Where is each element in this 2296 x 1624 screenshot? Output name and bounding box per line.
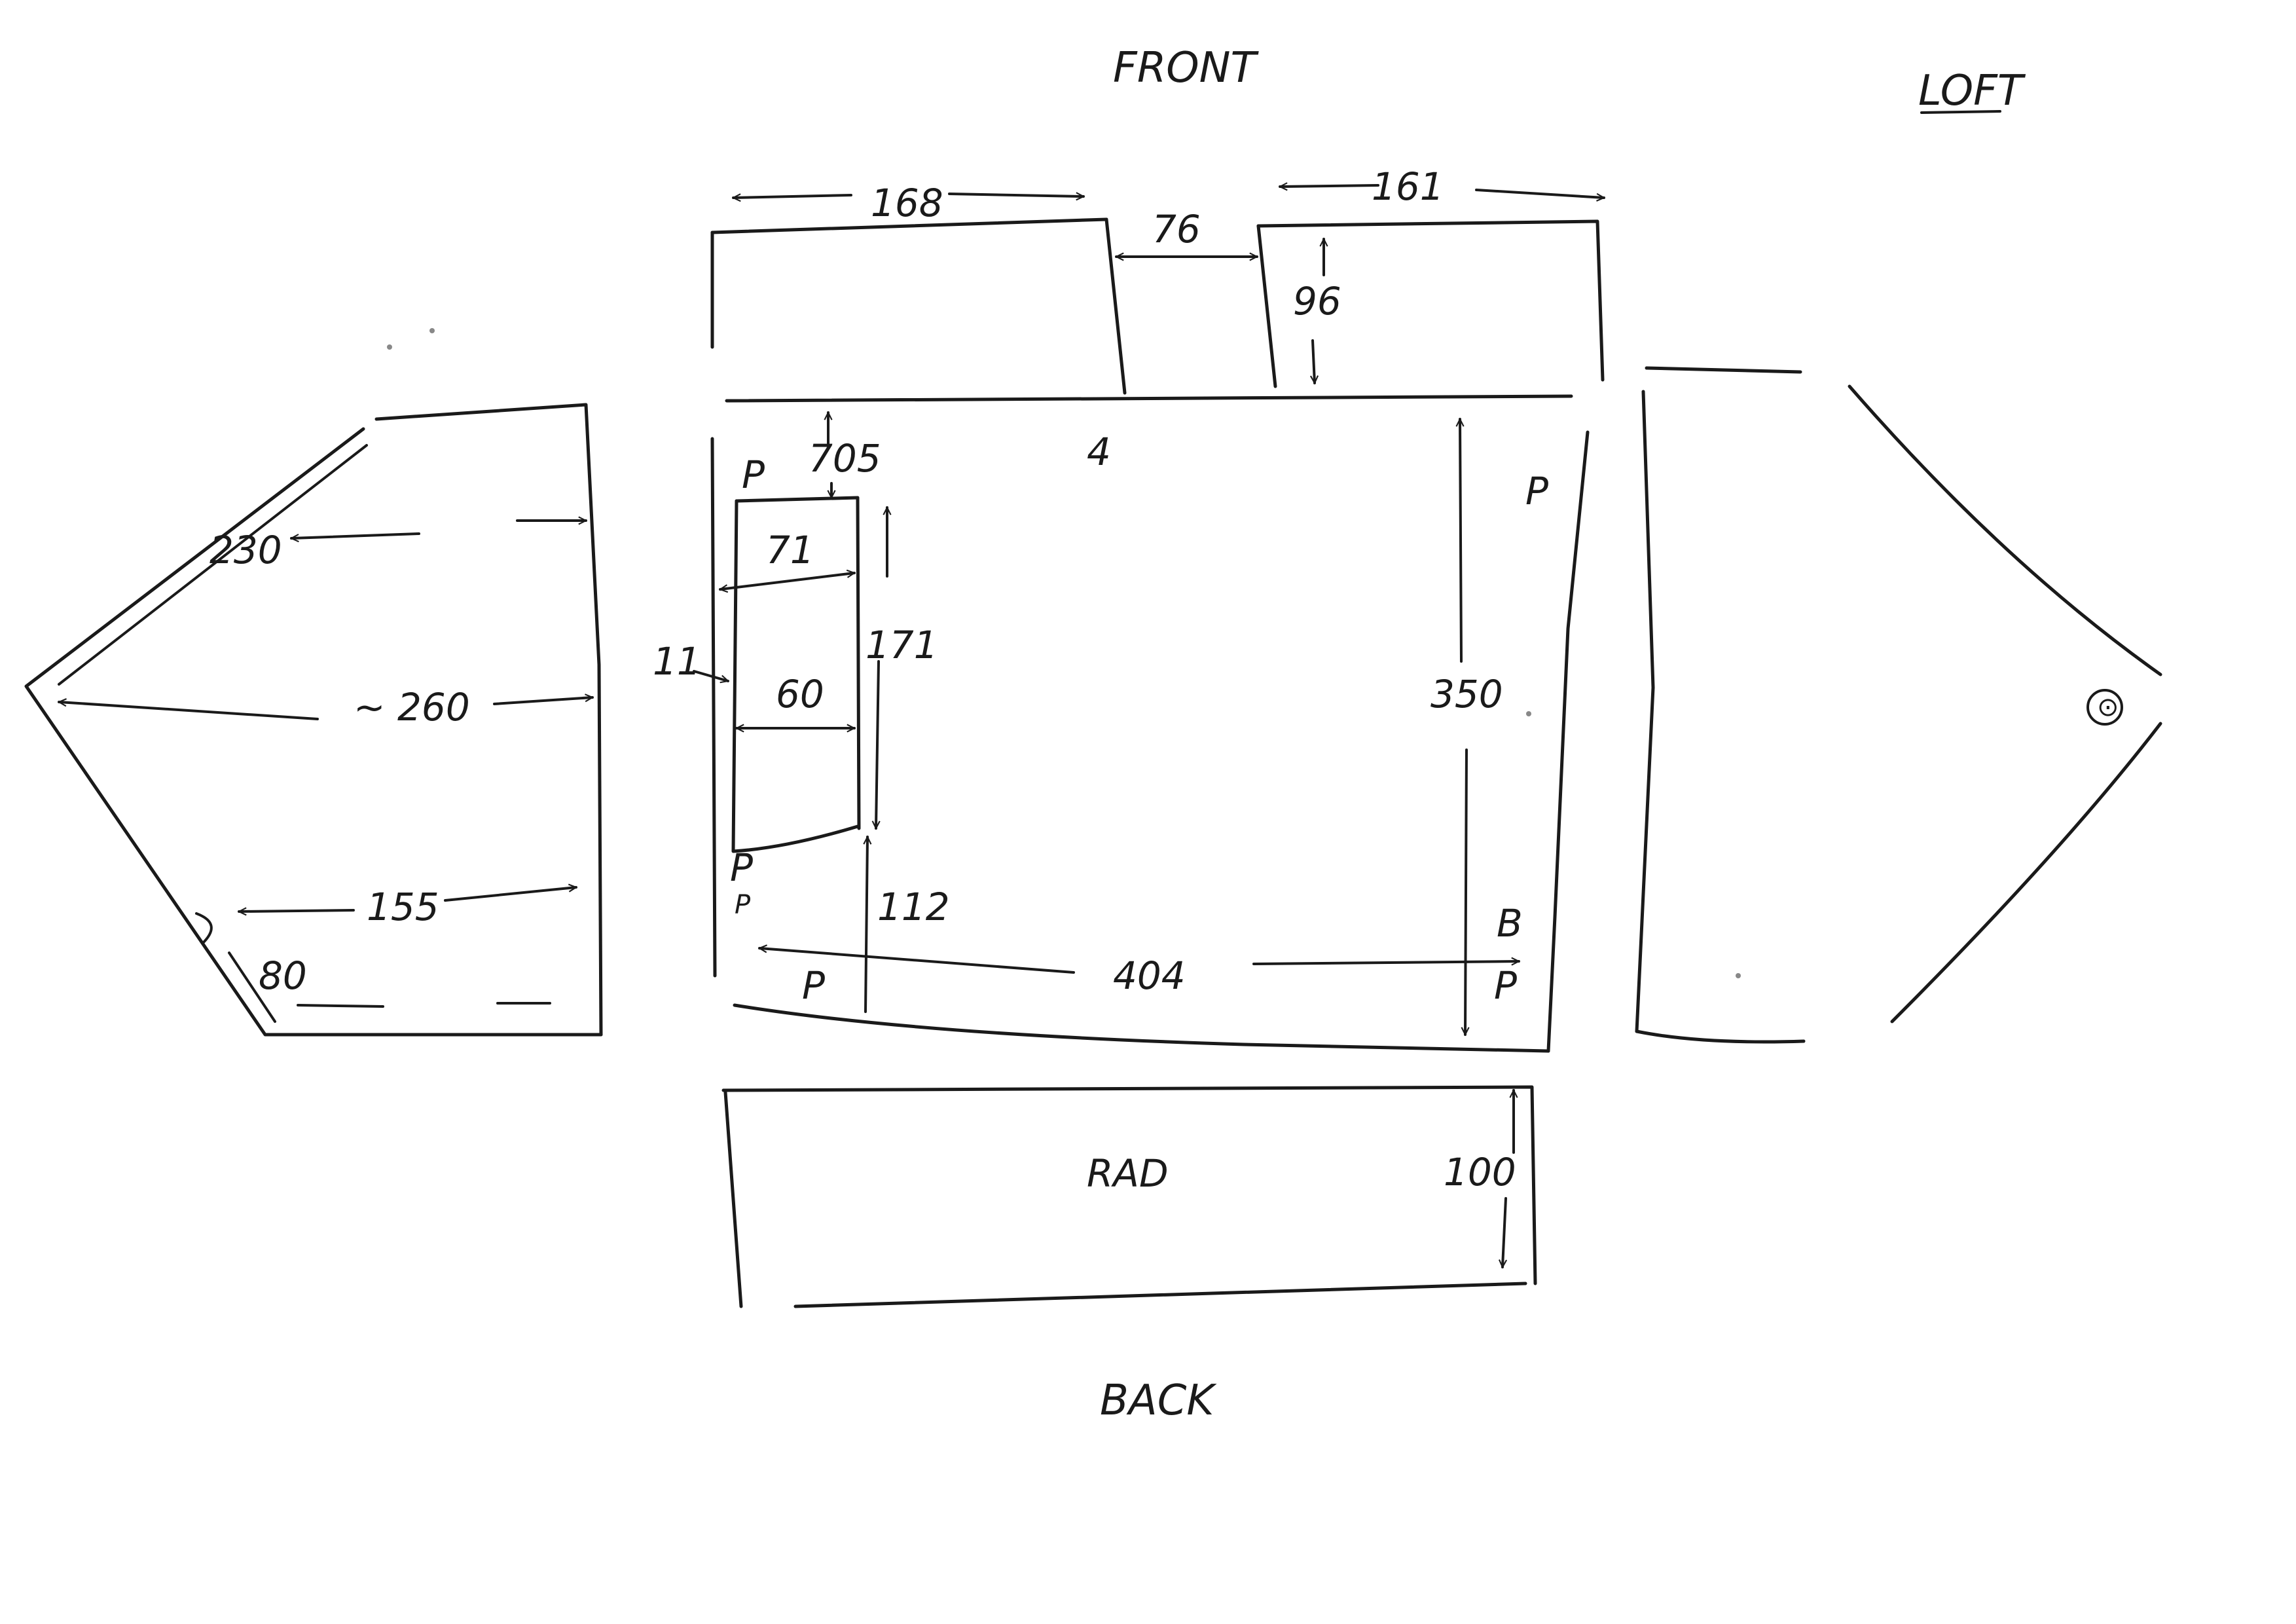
left-corner-tick [228,951,276,1023]
left-dash-1 [297,1004,384,1008]
dim-112-arrow [866,836,867,1013]
wardrobe-right-outline [1256,219,1605,382]
dim-161-arrow-left [1279,185,1379,187]
p-marker-bottom: P [802,963,825,1008]
dim-100-arrow-down [1503,1197,1506,1268]
dim-161: 161 [1372,164,1444,209]
left-wing-diagonal [58,444,368,686]
dim-260-arrow-right [493,697,594,705]
light-icon [2086,689,2123,726]
loft-underline [1920,110,2001,114]
room-left-wall [710,437,717,978]
left-wing-top-right [374,403,603,1037]
dim-705: 705 [809,436,881,481]
dim-155: 155 [367,885,439,929]
right-wing-upper-slope [1848,384,2162,676]
dim-155-arrow-right [444,887,576,902]
front-label: FRONT [1113,44,1260,92]
room-right-wall [1546,430,1590,1053]
dim-168-arrow-right [948,194,1085,196]
p-marker-top-left: P [742,452,765,497]
dim-112: 112 [877,885,950,929]
p-marker-lower-left-small: P [735,890,751,920]
dim-76: 76 [1152,207,1201,251]
dim-155-arrow-left [238,910,355,912]
room-bottom-wall [733,1003,1550,1053]
door-glyph: B [1497,901,1523,946]
room-top-wall [725,394,1573,403]
dim-96-arrow-down [1313,339,1315,384]
ink-speck [387,344,392,350]
dim-260: ~ 260 [354,685,470,729]
light-glyph: ⊙ [2097,692,2119,722]
dim-96: 96 [1293,279,1341,323]
dim-230-arrow-left [290,532,420,538]
bottom-strip-top-right [721,1085,1537,1285]
right-wing-lower-slope [1890,722,2162,1024]
wardrobe-left-outline [710,217,1127,395]
dim-350: 350 [1430,672,1503,716]
right-wing-top-left [1645,366,1802,374]
back-label: BACK [1100,1376,1217,1425]
ink-speck [429,328,435,333]
dim-168: 168 [871,181,943,225]
dim-168-arrow-left [732,195,852,198]
dim-80: 80 [259,953,307,998]
wardrobe-right-wall [1256,224,1277,388]
dim-404-arrow-left [758,948,1075,974]
right-wing-left-wall [1635,390,1655,1033]
dim-71: 71 [766,528,814,572]
p-marker-bottom-right: P [1494,963,1517,1008]
mark-11: 11 [653,639,701,684]
dim-230: 230 [210,528,282,572]
dim-404-arrow-right [1252,961,1520,964]
dim-100: 100 [1444,1150,1516,1194]
dim-404: 404 [1113,953,1186,998]
loft-label: LOFT [1918,67,2026,115]
en-suite-left-bottom [731,499,860,853]
left-corner-curl [195,912,213,944]
bottom-strip-left [723,1090,743,1308]
dim-161-arrow-right [1475,189,1605,198]
en-suite-right [735,496,861,830]
dim-171: 171 [866,623,938,667]
rad-label: RAD [1087,1151,1169,1196]
right-wing-bottom [1635,1029,1806,1044]
p-marker-top-right: P [1525,469,1548,513]
ink-speck [1736,973,1741,978]
dim-171-arrow-down [876,660,879,830]
dim-260-arrow-left [58,702,319,720]
p-marker-lower-left: P [730,845,753,890]
dim-350-arrow-down [1465,748,1467,1036]
dim-350-arrow-up [1460,418,1461,663]
ink-speck [1526,711,1531,716]
bottom-strip-bottom [793,1282,1527,1308]
dim-71-arrow [720,573,854,589]
left-wing-outline [24,427,603,1037]
mark-11-arrow [693,670,728,681]
mark-4: 4 [1087,430,1111,474]
dim-60: 60 [776,672,824,716]
